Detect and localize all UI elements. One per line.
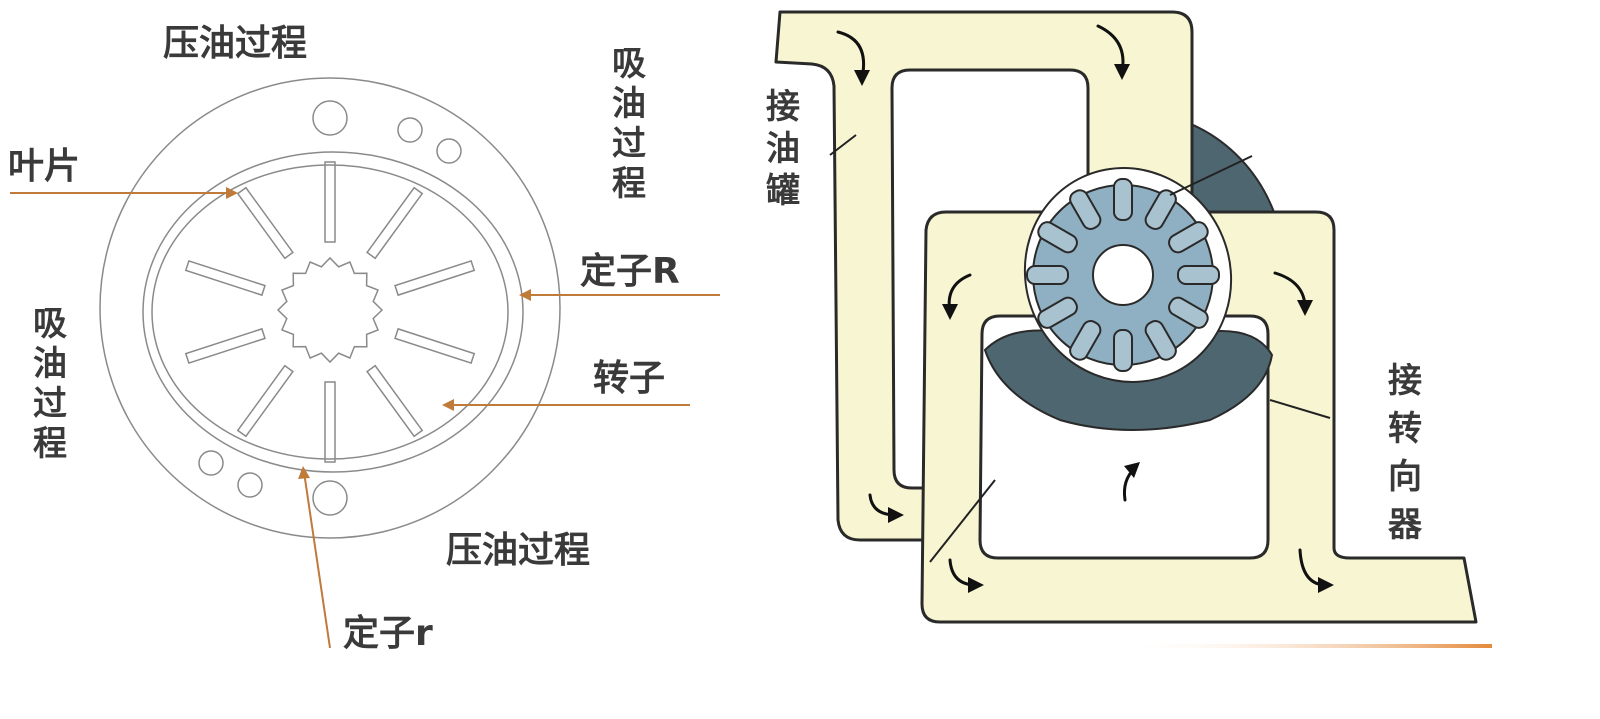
label-press-top: 压油过程: [163, 23, 307, 64]
port-hole-top-right-2: [436, 138, 462, 164]
label-steering-char: 接: [1388, 361, 1422, 401]
flow-arrow-head: [1124, 462, 1140, 478]
label-vane: 叶片: [8, 146, 80, 187]
vane: [394, 327, 476, 365]
rotor-vane: [1113, 329, 1133, 372]
vane: [184, 259, 266, 297]
stator-ring-inner: [151, 164, 509, 460]
accent-bar: [1120, 644, 1492, 648]
steering-leader: [1269, 399, 1331, 419]
port-hole-bottom-left-2: [237, 472, 263, 498]
label-tank-char: 接: [766, 87, 800, 127]
rotor-vane: [1144, 320, 1177, 361]
rotor-vane: [1168, 221, 1209, 254]
pump-leader: [1169, 155, 1253, 196]
vane-pump-cross-section: 压油过程 叶片 定子R 转子 压油过程 定子r 吸 油 过 程 吸 油 过 程: [8, 23, 720, 654]
vane: [366, 186, 424, 260]
label-suction-right-char: 油: [612, 84, 646, 124]
flow-arrow-head: [1318, 577, 1334, 593]
label-tank-char: 罐: [766, 171, 800, 211]
vanes: [184, 161, 476, 463]
label-suction-left-char: 吸: [33, 304, 67, 344]
vane: [394, 259, 476, 297]
label-stator-small: 定子r: [343, 613, 433, 654]
rotor-vane: [1113, 178, 1133, 221]
stator-ring: [142, 151, 524, 473]
rotor-vane: [1037, 296, 1078, 329]
vane: [184, 327, 266, 365]
flow-arrows: [836, 24, 1334, 593]
rotor-vane: [1168, 296, 1209, 329]
tank-leader: [829, 134, 857, 156]
vane: [236, 186, 294, 260]
rotor-vane: [1069, 189, 1102, 230]
label-rotor: 转子: [593, 358, 665, 399]
vane: [324, 381, 336, 463]
rotor-vane: [1144, 189, 1177, 230]
port-hole-top: [312, 100, 348, 136]
label-steering: 接 转 向 器: [1388, 361, 1423, 545]
oil-circuit-diagram: 接 油 罐 接 转 向 器: [766, 10, 1478, 624]
label-suction-right-char: 过: [612, 124, 646, 164]
rotor-spline-hub: [276, 256, 384, 364]
port-hole-bottom-left-1: [198, 450, 224, 476]
rotor-hub: [1092, 244, 1154, 306]
stator-big-leader-head: [519, 289, 531, 301]
label-suction-left-char: 程: [33, 424, 67, 464]
flow-arrow-head: [888, 507, 904, 523]
stator-small-leader: [303, 471, 331, 649]
label-tank: 接 油 罐: [766, 87, 800, 211]
leader-lines: [10, 187, 720, 649]
rotor-vanes: [1026, 178, 1220, 372]
pipe-leader: [929, 479, 996, 563]
label-stator-big: 定子R: [580, 251, 680, 292]
label-steering-char: 转: [1388, 409, 1422, 449]
label-steering-char: 向: [1388, 457, 1422, 497]
vane: [236, 364, 294, 438]
vane: [324, 161, 336, 243]
flow-arrow-head: [968, 577, 984, 593]
flow-arrow-head: [942, 304, 958, 320]
port-hole-bottom: [312, 480, 348, 516]
label-suction-left-char: 过: [33, 384, 67, 424]
flow-arrow-head: [854, 70, 870, 86]
rotor-vane: [1069, 320, 1102, 361]
label-suction-left-char: 油: [33, 344, 67, 384]
label-steering-char: 器: [1388, 505, 1423, 545]
rotor-leader-head: [442, 399, 454, 411]
label-tank-char: 油: [766, 129, 800, 169]
label-suction-right: 吸 油 过 程: [612, 44, 646, 204]
vane: [366, 364, 424, 438]
label-press-bottom: 压油过程: [446, 530, 590, 571]
label-suction-right-char: 吸: [612, 44, 646, 84]
stator-small-leader-head: [298, 466, 310, 479]
pump-housing-outer: [99, 77, 561, 539]
rotor-vane: [1037, 221, 1078, 254]
flow-arrow-head: [1297, 300, 1313, 316]
rotor-vane: [1177, 265, 1220, 285]
label-suction-right-char: 程: [612, 164, 646, 204]
label-suction-left: 吸 油 过 程: [33, 304, 67, 464]
rotor-vane: [1026, 265, 1069, 285]
flow-arrow-head: [1114, 64, 1130, 80]
vane-leader-head: [226, 187, 238, 199]
port-hole-top-right-1: [397, 117, 423, 143]
